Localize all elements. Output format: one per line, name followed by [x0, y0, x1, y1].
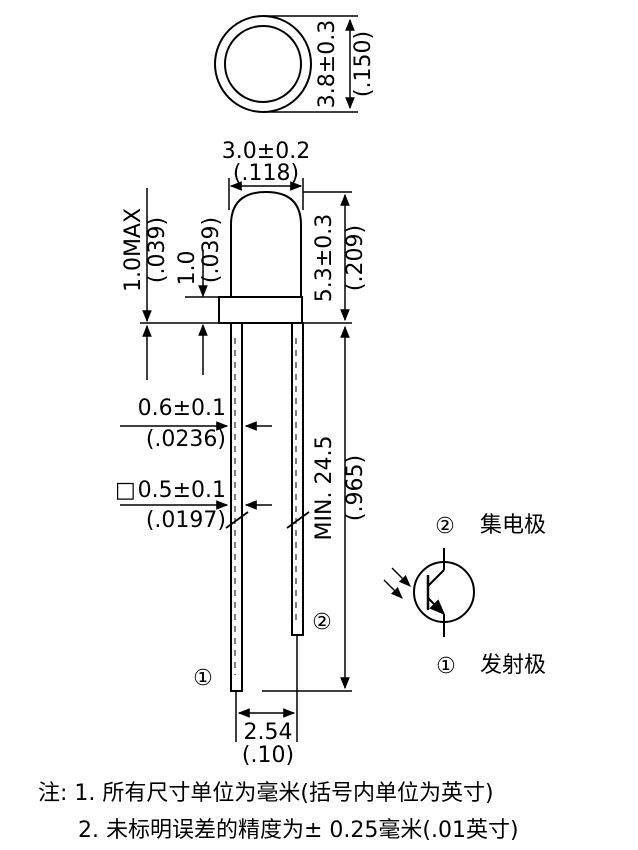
led-body [218, 190, 303, 324]
emitter-wire [427, 597, 446, 616]
top-dia-inch-label: (.150) [351, 31, 376, 97]
top-dia-label: 3.8±0.3 [315, 20, 340, 108]
flange-max-label: 1.0MAX [121, 208, 146, 292]
top-view [214, 15, 358, 113]
pitch-inch-label: (.10) [242, 743, 294, 768]
leads [230, 322, 304, 692]
lead-w-inch-label: (.0236) [146, 427, 226, 452]
legend-num-2: ② [435, 514, 455, 539]
lead-w-label: 0.6±0.1 [138, 396, 226, 421]
emitter-label: 发射极 [480, 653, 546, 678]
lens-dome [230, 190, 302, 297]
light-arrow-1 [391, 567, 411, 587]
lead-sq-label: 0.5±0.1 [138, 478, 226, 503]
flange [218, 296, 303, 324]
collector-wire [427, 569, 445, 587]
note-2: 2. 未标明误差的精度为± 0.25毫米(.01英寸) [78, 818, 519, 843]
flange-label: 1.0 [175, 251, 200, 286]
flange-inch-label: (.039) [199, 217, 224, 283]
square-symbol: □ [115, 478, 136, 503]
lead-2 [291, 322, 304, 636]
collector-label: 集电极 [480, 513, 546, 538]
width-inch-label: (.118) [233, 161, 299, 186]
inner-rim [224, 25, 302, 103]
phototransistor-symbol [383, 548, 475, 637]
light-arrow-2 [383, 579, 403, 599]
lead-sq-inch-label: (.0197) [146, 508, 226, 533]
note-1: 注: 1. 所有尺寸单位为毫米(括号内单位为英寸) [38, 781, 494, 806]
pin-1-label: ① [193, 666, 213, 691]
lead-len-inch-label: (.965) [343, 455, 368, 521]
body-len-label: 5.3±0.3 [312, 214, 337, 302]
lead-len-label: MIN. 24.5 [312, 436, 337, 541]
body-len-inch-label: (.209) [343, 225, 368, 291]
outer-rim [214, 15, 312, 113]
width-label: 3.0±0.2 [222, 139, 310, 164]
pitch-label: 2.54 [244, 720, 293, 745]
pin-2-label: ② [312, 610, 332, 635]
legend-num-1: ① [436, 654, 456, 679]
flange-max-inch-label: (.039) [145, 217, 170, 283]
lead-1 [230, 322, 243, 692]
